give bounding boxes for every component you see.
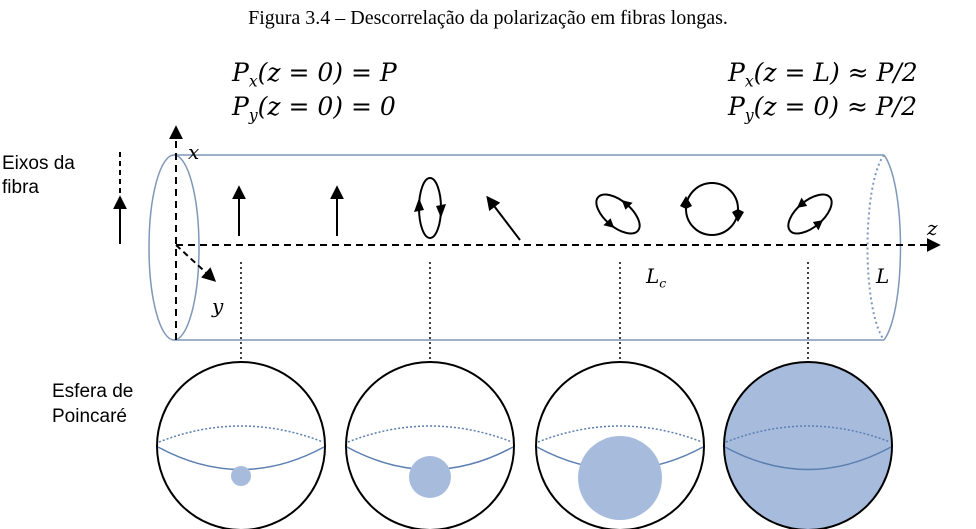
y-axis (175, 244, 217, 282)
polarization-state (414, 177, 446, 239)
polarization-state (595, 193, 641, 235)
equation-py-input: Py(z = 0) = 0 (232, 92, 396, 123)
polarization-state (680, 182, 744, 236)
eq-arg: (z = 0) = 0 (257, 92, 396, 121)
polarization-spread (723, 361, 893, 529)
poincare-sphere-label: Esfera de Poincaré (52, 380, 182, 429)
eq-sub: x (744, 72, 754, 91)
polarization-state (787, 193, 833, 235)
sphere-label-line2: Poincaré (52, 405, 127, 427)
polarization-spread (409, 456, 451, 498)
eq-arg: (z = 0) = P (257, 58, 397, 87)
eq-sub: x (248, 72, 258, 91)
poincare-sphere (535, 361, 705, 529)
fiber-output-face-back (866, 154, 885, 341)
polarization-state (486, 195, 521, 241)
eq-var: P (728, 92, 745, 121)
coherence-length-label: Lc (646, 264, 666, 289)
sphere-guides (240, 262, 809, 362)
polarization-states (232, 177, 833, 241)
fiber-axes-label-line2: fibra (2, 177, 39, 199)
fiber-output-face-front (883, 154, 902, 341)
equation-px-input: Px(z = 0) = P (232, 58, 397, 89)
lc-var: L (646, 264, 660, 288)
eq-arg: (z = L) ≈ P/2 (753, 58, 918, 87)
eq-sub: y (744, 106, 754, 125)
polarization-spread (578, 436, 662, 520)
axis-y-label: y (212, 294, 224, 318)
poincare-spheres (156, 361, 893, 529)
polarization-spread (231, 466, 251, 486)
fiber-cylinder (148, 154, 902, 341)
axis-x-label: x (188, 140, 200, 164)
poincare-sphere (345, 361, 515, 529)
figure-title: Figura 3.4 – Descorrelação da polarizaçã… (248, 7, 728, 29)
eq-var: P (232, 58, 249, 87)
equation-py-output: Py(z = 0) ≈ P/2 (728, 92, 918, 123)
fiber-length-label: L (876, 264, 890, 288)
lc-sub: c (659, 275, 667, 291)
fiber-axes-label-line1: Eixos da (2, 153, 75, 174)
fiber-axes-label: Eixos da fibra (2, 152, 122, 201)
poincare-sphere (156, 361, 326, 529)
eq-var: P (728, 58, 745, 87)
axis-z-label: z (927, 216, 938, 240)
equation-px-output: Px(z = L) ≈ P/2 (728, 58, 918, 89)
eq-var: P (232, 92, 249, 121)
sphere-label-line1: Esfera de (52, 381, 134, 402)
fiber-input-face (148, 154, 200, 341)
eq-sub: y (248, 106, 258, 125)
poincare-sphere (723, 361, 893, 529)
eq-arg: (z = 0) ≈ P/2 (753, 92, 918, 121)
coordinate-axes (169, 125, 941, 340)
